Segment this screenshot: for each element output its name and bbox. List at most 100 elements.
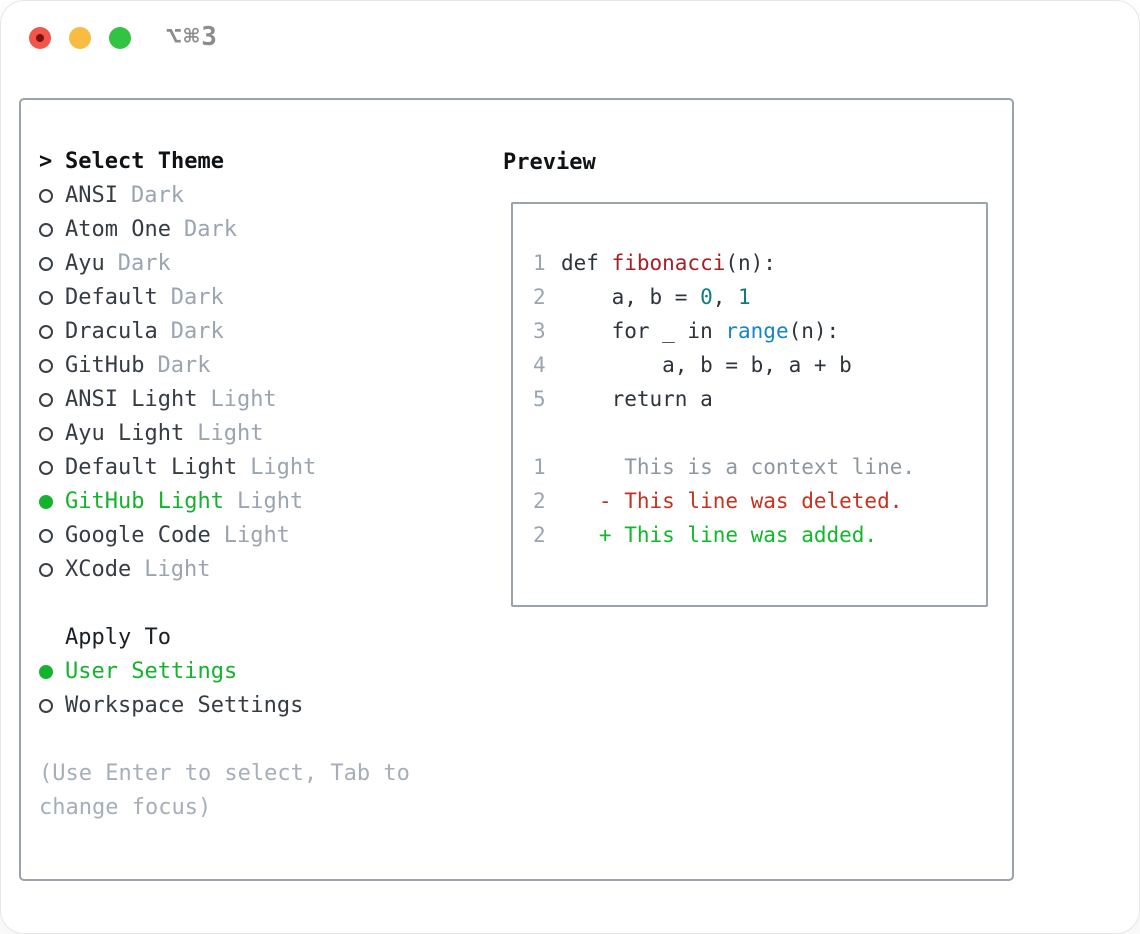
diff-line-deleted: 2 - This line was deleted.: [533, 484, 986, 518]
outline-circle-icon: [39, 393, 53, 407]
line-number: 1: [533, 455, 546, 479]
radio-icon: [39, 223, 65, 237]
theme-name: ANSI: [65, 183, 118, 208]
code-line: 1 def fibonacci(n):: [533, 246, 986, 280]
theme-variant-badge: Light: [210, 387, 277, 412]
close-button[interactable]: [29, 27, 51, 49]
theme-variant-badge: Dark: [117, 251, 171, 276]
theme-name: Google Code: [65, 523, 211, 548]
code-text: for _ in range(n):: [561, 314, 840, 348]
code-line: 3 for _ in range(n):: [533, 314, 986, 348]
apply-to-title: Apply To: [65, 625, 171, 650]
code-text: a, b = 0, 1: [561, 280, 751, 314]
theme-name: XCode: [65, 557, 132, 582]
outline-circle-icon: [39, 529, 53, 543]
theme-name: Atom One: [65, 217, 171, 242]
theme-variant-badge: Dark: [170, 319, 224, 344]
code-line: 4 a, b = b, a + b: [533, 348, 986, 382]
diff-text: - This line was deleted.: [561, 489, 903, 513]
outline-circle-icon: [39, 257, 53, 271]
line-number: 1: [533, 251, 546, 275]
theme-variant-badge: Light: [236, 489, 304, 514]
radio-icon: [39, 393, 65, 407]
radio-icon: [39, 529, 65, 543]
theme-variant-badge: Dark: [130, 183, 184, 208]
apply-option-user-settings[interactable]: User Settings: [39, 655, 469, 689]
filled-circle-icon: [39, 665, 53, 679]
radio-icon: [39, 325, 65, 339]
prompt-caret-icon: >: [39, 149, 53, 174]
diff-line-added: 2 + This line was added.: [533, 518, 986, 552]
radio-selected-icon: [39, 665, 65, 679]
code-segment-builtin: range: [725, 319, 789, 343]
theme-variant-badge: Light: [223, 523, 290, 548]
minimize-button[interactable]: [69, 27, 91, 49]
theme-name: Ayu Light: [65, 421, 185, 446]
code-segment-plain: (n):: [788, 319, 840, 343]
outline-circle-icon: [39, 563, 53, 577]
outline-circle-icon: [39, 189, 53, 203]
outline-circle-icon: [39, 325, 53, 339]
theme-name: GitHub Light: [65, 489, 224, 514]
apply-option-label: User Settings: [65, 659, 238, 684]
select-theme-title: Select Theme: [65, 149, 224, 174]
code-text: def fibonacci(n):: [561, 246, 776, 280]
theme-name: Default: [65, 285, 158, 310]
blank-line: [533, 416, 986, 450]
code-line: 5 return a: [533, 382, 986, 416]
theme-variant-badge: Dark: [157, 353, 211, 378]
theme-name: Default Light: [65, 455, 238, 480]
code-segment-plain: a, b = b, a + b: [561, 353, 852, 377]
outline-circle-icon: [39, 427, 53, 441]
keyboard-hint: (Use Enter to select, Tab to change focu…: [39, 761, 410, 820]
code-line: 2 a, b = 0, 1: [533, 280, 986, 314]
code-text: a, b = b, a + b: [561, 348, 852, 382]
theme-option-ayu[interactable]: Ayu Dark: [39, 247, 469, 281]
code-segment-num: 0: [700, 285, 713, 309]
diff-line-context: 1 This is a context line.: [533, 450, 986, 484]
diff-text: This is a context line.: [561, 455, 916, 479]
line-number: 2: [533, 523, 546, 547]
theme-name: Ayu: [65, 251, 105, 276]
line-number: 3: [533, 319, 546, 343]
zoom-button[interactable]: [109, 27, 131, 49]
line-number: 2: [533, 285, 546, 309]
radio-icon: [39, 359, 65, 373]
line-number: 5: [533, 387, 546, 411]
outline-circle-icon: [39, 359, 53, 373]
theme-option-ansi[interactable]: ANSI Dark: [39, 179, 469, 213]
radio-icon: [39, 257, 65, 271]
line-number: 2: [533, 489, 546, 513]
code-segment-plain: (n):: [725, 251, 776, 275]
theme-option-google-code[interactable]: Google Code Light: [39, 519, 469, 553]
theme-option-github-light[interactable]: GitHub Light Light: [39, 485, 469, 519]
radio-icon: [39, 189, 65, 203]
select-theme-header: > Select Theme: [39, 145, 469, 179]
outline-circle-icon: [39, 461, 53, 475]
outline-circle-icon: [39, 223, 53, 237]
radio-icon: [39, 461, 65, 475]
diff-lines: 1 This is a context line.2 - This line w…: [533, 450, 986, 552]
filled-circle-icon: [39, 495, 53, 509]
radio-icon: [39, 699, 65, 713]
theme-option-ayu-light[interactable]: Ayu Light Light: [39, 417, 469, 451]
theme-variant-badge: Light: [197, 421, 264, 446]
apply-option-workspace-settings[interactable]: Workspace Settings: [39, 689, 469, 723]
code-segment-plain: ,: [712, 285, 739, 309]
line-number: 4: [533, 353, 546, 377]
radio-icon: [39, 427, 65, 441]
code-text: return a: [561, 382, 713, 416]
